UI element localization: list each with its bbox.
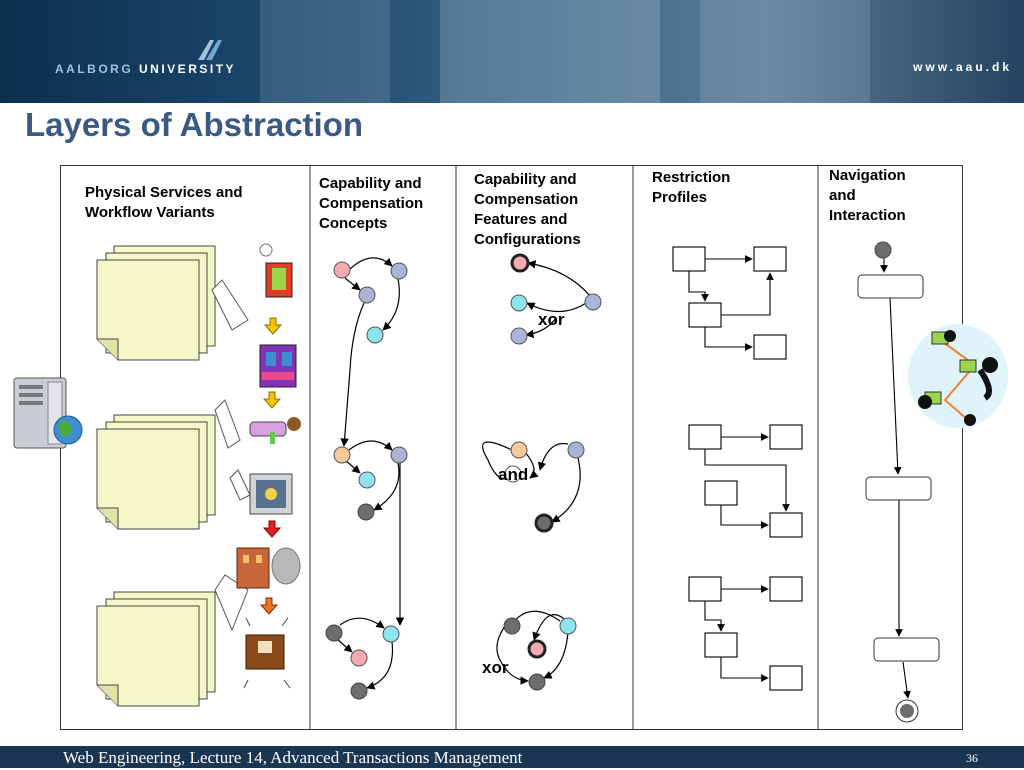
column-heading-restriction: Restriction Profiles [652, 168, 730, 208]
users-network-icon [908, 324, 1008, 428]
heading-line: Navigation [829, 167, 906, 184]
open-arrow-icon [229, 469, 251, 501]
navigation-state [865, 476, 932, 501]
graph-node [559, 617, 577, 635]
university-name-part: UNIVERSITY [139, 62, 237, 76]
university-banner: AALBORG UNIVERSITY www.aau.dk [0, 0, 1024, 103]
heading-line: Features and [474, 211, 568, 228]
heading-line: Physical Services and [85, 184, 243, 201]
graph-node [510, 294, 528, 312]
open-arrow-icon [211, 279, 249, 331]
banner-building [700, 0, 870, 103]
university-name: AALBORG UNIVERSITY [55, 62, 236, 76]
graph-node [510, 441, 528, 459]
document-stack-icon [96, 414, 216, 530]
navigation-state [857, 274, 924, 299]
graph-node [325, 624, 343, 642]
heading-line: and [829, 187, 856, 204]
document-stack-icon [96, 591, 216, 707]
factory-icon [236, 547, 301, 589]
heading-line: Compensation [319, 195, 424, 212]
globe-icon [53, 415, 83, 445]
graph-node [510, 327, 528, 345]
graph-node [584, 293, 602, 311]
restriction-profile [688, 576, 803, 691]
footer-text: Web Engineering, Lecture 14, Advanced Tr… [63, 748, 523, 767]
heading-line: Restriction [652, 169, 731, 186]
column-heading-physical: Physical Services and Workflow Variants [85, 183, 243, 223]
heading-line: Profiles [652, 189, 708, 206]
open-arrow-icon [214, 399, 241, 449]
heading-line: Interaction [829, 207, 906, 224]
slide-title: Layers of Abstraction [25, 106, 364, 143]
navigation-state [873, 637, 940, 662]
concept-graph [337, 257, 405, 690]
graph-node [390, 446, 408, 464]
graph-node [350, 682, 368, 700]
xor-gateway-label: xor [482, 658, 509, 677]
slide-footer: Web Engineering, Lecture 14, Advanced Tr… [0, 746, 1024, 768]
website-address: www.aau.dk [913, 60, 1012, 74]
and-gateway-label: and [498, 465, 529, 484]
heading-line: Workflow Variants [85, 204, 215, 221]
heading-line: Capability and [474, 171, 577, 188]
navigation-end-node [895, 699, 919, 723]
robot-machine-icon [259, 243, 293, 298]
down-arrow-icon [263, 317, 283, 335]
graph-node [358, 471, 376, 489]
end-node [534, 513, 554, 533]
graph-node [504, 465, 522, 483]
down-arrow-icon [259, 597, 279, 615]
graph-node [567, 441, 585, 459]
xor-gateway-label: xor [538, 310, 565, 329]
purple-machine-icon [259, 344, 297, 388]
heading-line: Configurations [474, 231, 581, 248]
graph-node [358, 286, 376, 304]
open-arrow-icon [214, 574, 249, 632]
restriction-profile [672, 246, 787, 360]
navigation-start-node [874, 241, 892, 259]
navigation-flow [880, 258, 911, 699]
heading-line: Compensation [474, 191, 579, 208]
start-node [510, 253, 530, 273]
graph-node [366, 326, 384, 344]
restriction-profile [688, 424, 803, 538]
column-heading-concepts: Capability and Compensation Concepts [319, 174, 423, 234]
graph-node [333, 446, 351, 464]
graph-node [357, 503, 375, 521]
column-heading-navigation: Navigation and Interaction [829, 166, 906, 226]
university-name-part: AALBORG [55, 62, 134, 76]
aau-logo-icon [198, 40, 222, 60]
down-arrow-icon [262, 391, 282, 409]
monitor-icon [249, 473, 293, 515]
package-box-icon [243, 617, 291, 689]
banner-building [440, 0, 660, 103]
graph-node [333, 261, 351, 279]
start-node [527, 639, 547, 659]
graph-node [528, 673, 546, 691]
graph-node [503, 617, 521, 635]
page-number: 36 [966, 751, 978, 765]
graph-node [350, 649, 368, 667]
heading-line: Concepts [319, 215, 388, 232]
worker-figure-icon [249, 417, 301, 444]
graph-node [390, 262, 408, 280]
column-heading-features: Capability and Compensation Features and… [474, 170, 581, 250]
down-arrow-icon [262, 520, 282, 538]
graph-node [382, 625, 400, 643]
heading-line: Capability and [319, 175, 422, 192]
document-stack-icon [96, 245, 216, 361]
banner-building [260, 0, 390, 103]
